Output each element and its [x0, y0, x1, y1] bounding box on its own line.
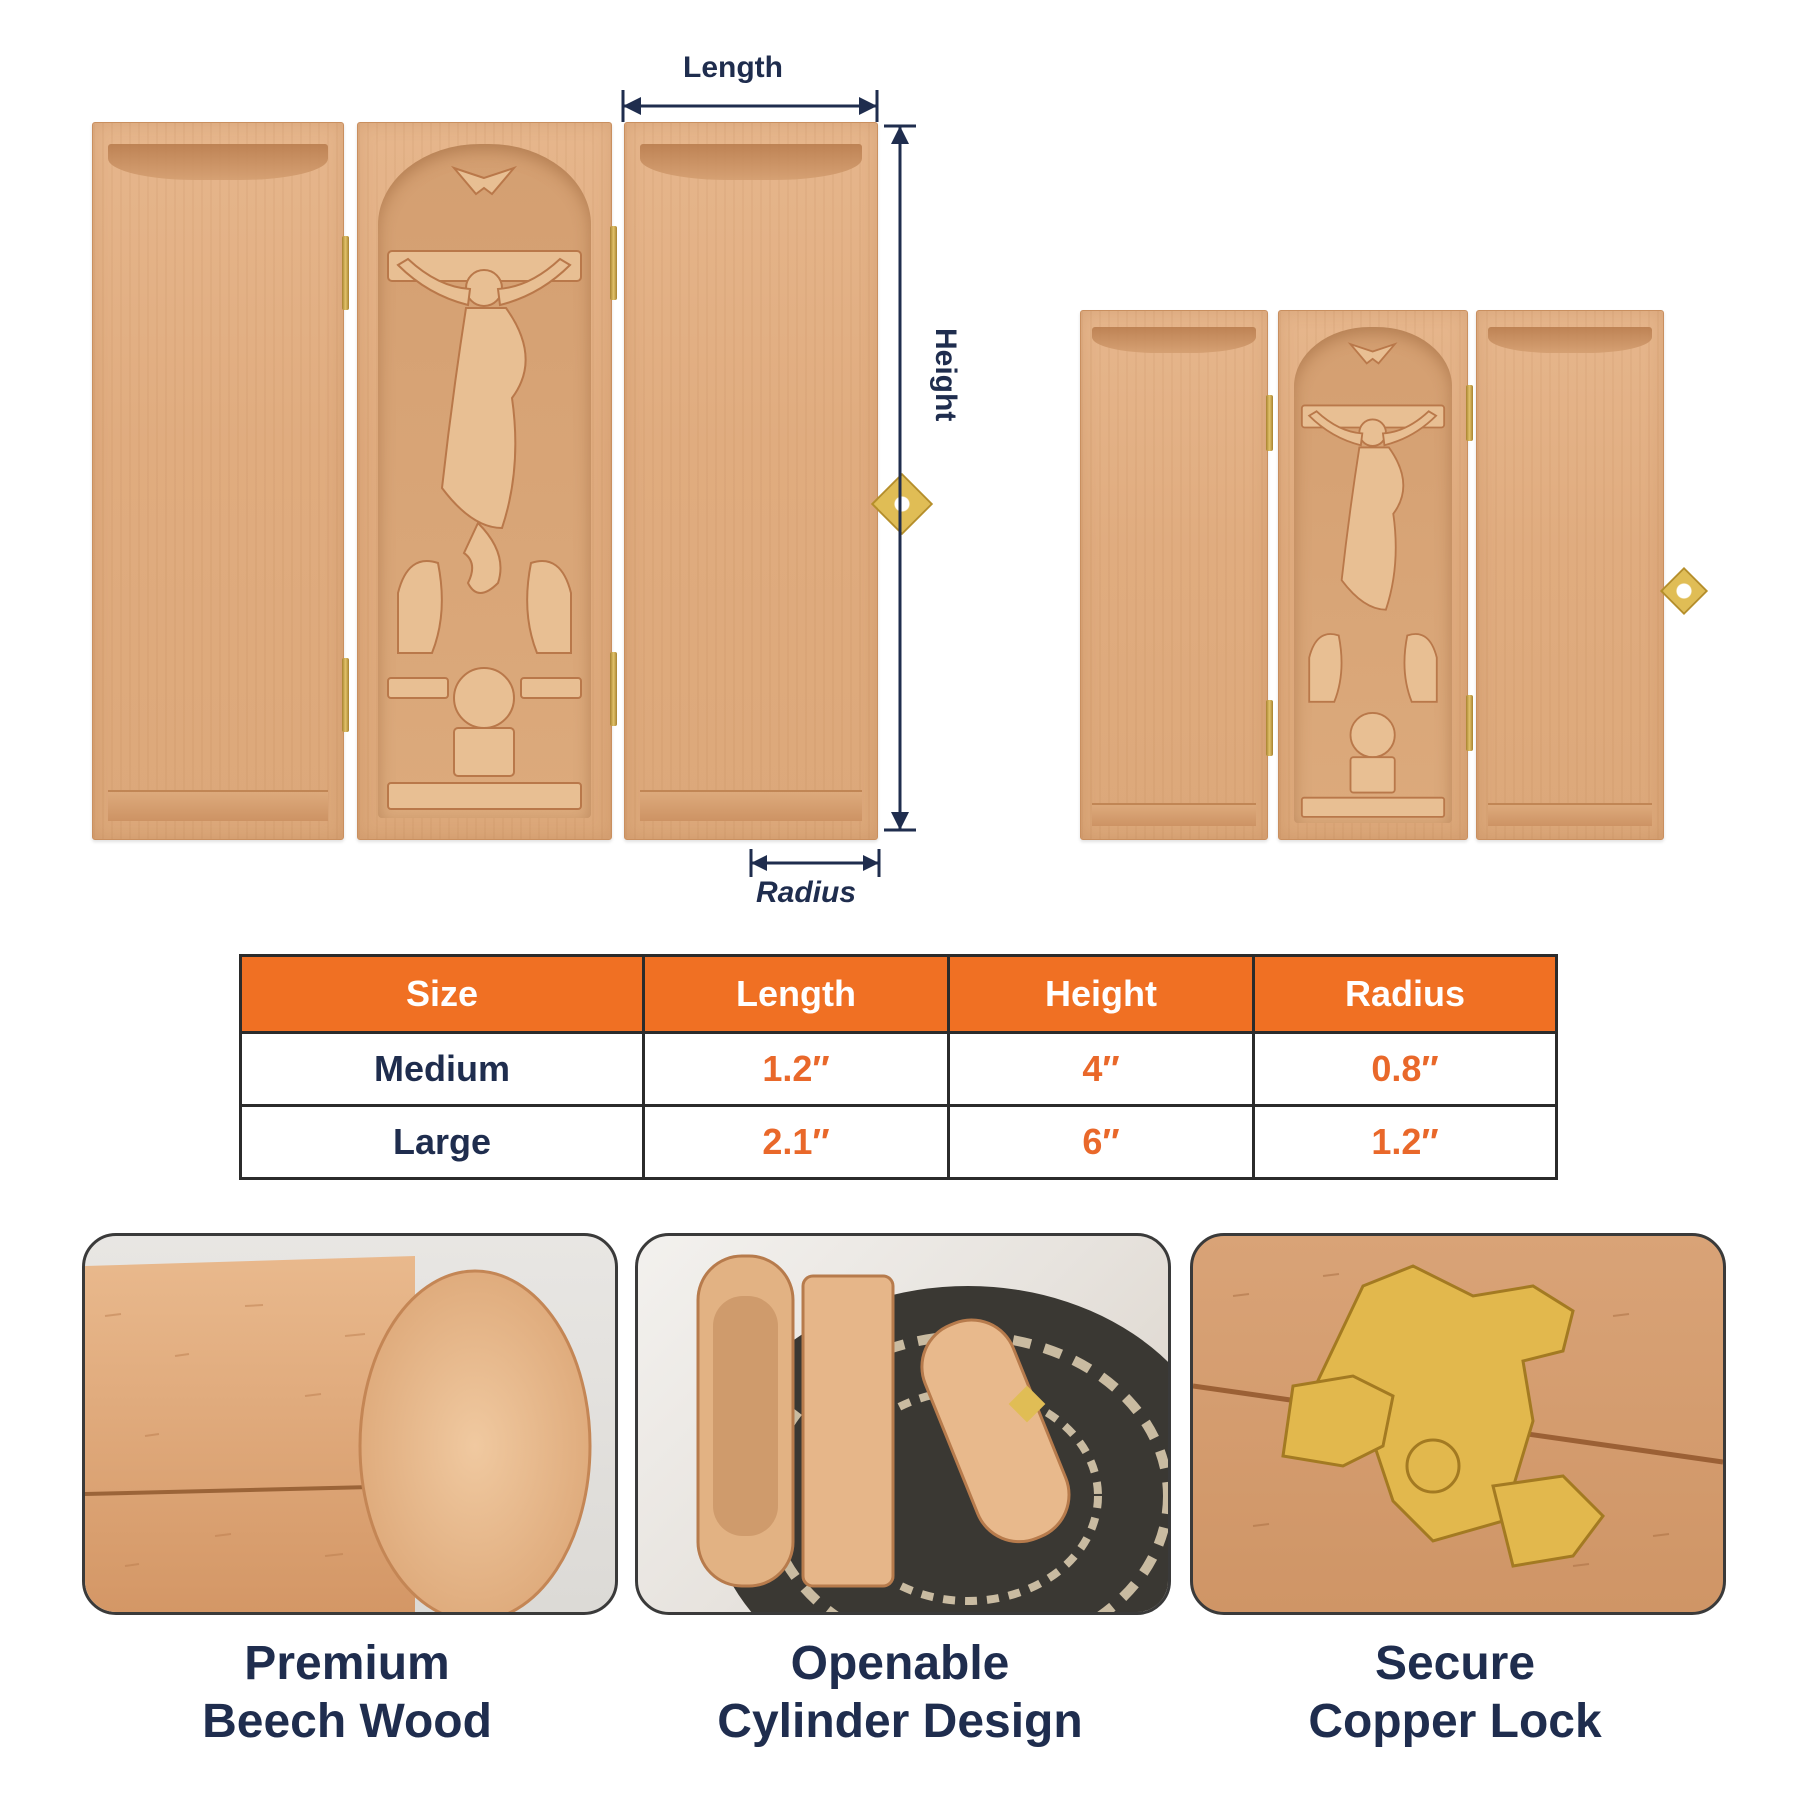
height-label: Height [929, 328, 962, 422]
length-cell: 2.1″ [642, 1104, 950, 1180]
length-dimension-arrow [621, 90, 879, 122]
table-row: Large 2.1″ 6″ 1.2″ [239, 1104, 1558, 1180]
feature-line-2: Cylinder Design [717, 1695, 1083, 1748]
height-dimension-arrow [884, 124, 916, 832]
header-height: Height [947, 954, 1255, 1034]
religious-carving-icon [387, 165, 582, 810]
length-cell: 1.2″ [642, 1031, 950, 1107]
medium-carving-icon [1300, 342, 1446, 818]
copper-lock-photo [1190, 1233, 1726, 1615]
header-radius: Radius [1252, 954, 1558, 1034]
radius-cell: 0.8″ [1252, 1031, 1558, 1107]
radius-dimension-arrow [749, 849, 881, 877]
header-size: Size [239, 954, 645, 1034]
table-row: Medium 1.2″ 4″ 0.8″ [239, 1031, 1558, 1107]
feature-caption-cylinder: Openable Cylinder Design [600, 1635, 1200, 1751]
height-cell: 6″ [947, 1104, 1255, 1180]
medium-left-door [1080, 310, 1268, 840]
medium-lock-icon [1659, 566, 1709, 616]
medium-center-panel [1278, 310, 1468, 840]
feature-line-2: Copper Lock [1308, 1695, 1602, 1748]
beech-wood-photo [82, 1233, 618, 1615]
feature-line-1: Secure [1374, 1637, 1536, 1690]
feature-line-1: Openable [790, 1637, 1010, 1690]
feature-caption-beech: Premium Beech Wood [47, 1635, 647, 1751]
medium-right-door [1476, 310, 1664, 840]
right-door-panel [624, 122, 878, 840]
feature-caption-lock: Secure Copper Lock [1155, 1635, 1755, 1751]
center-carving-panel [357, 122, 612, 840]
height-cell: 4″ [947, 1031, 1255, 1107]
radius-label: Radius [756, 876, 857, 909]
feature-line-1: Premium [244, 1637, 450, 1690]
left-door-panel [92, 122, 344, 840]
size-cell: Medium [239, 1031, 645, 1107]
radius-cell: 1.2″ [1252, 1104, 1558, 1180]
size-cell: Large [239, 1104, 645, 1180]
header-length: Length [642, 954, 950, 1034]
size-table: Size Length Height Radius Medium 1.2″ 4″… [239, 954, 1558, 1180]
length-label: Length [683, 51, 783, 84]
open-cylinder-photo [635, 1233, 1171, 1615]
feature-line-2: Beech Wood [202, 1695, 492, 1748]
